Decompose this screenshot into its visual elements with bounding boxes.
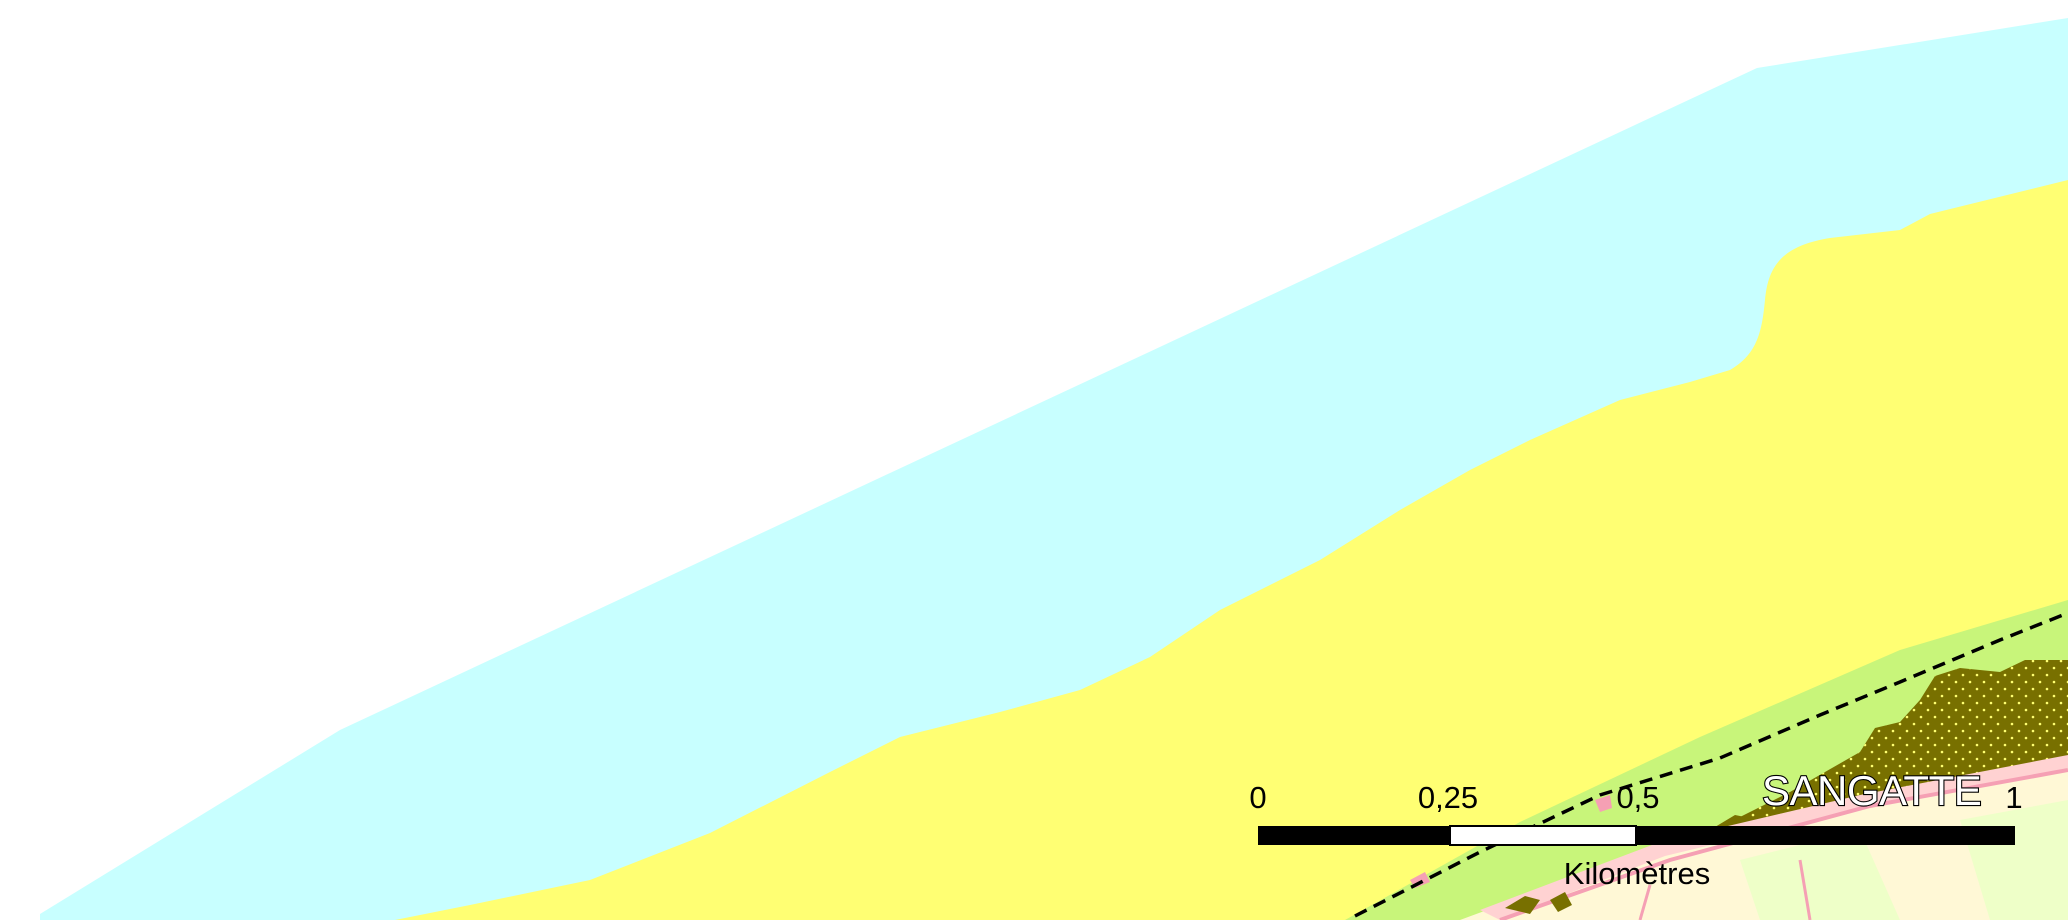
road-fragment bbox=[1595, 795, 1612, 812]
scale-bar: 0 0,25 0,5 1 Kilomètres bbox=[1249, 780, 2022, 891]
scale-tick-label-0: 0 bbox=[1249, 780, 1266, 815]
scale-unit-label: Kilomètres bbox=[1564, 856, 1710, 891]
scale-bar-segment-1 bbox=[1258, 826, 1450, 845]
scale-bar-segment-3 bbox=[1636, 826, 2015, 845]
scale-tick-label-05: 0,5 bbox=[1616, 780, 1659, 815]
scale-tick-label-025: 0,25 bbox=[1418, 780, 1478, 815]
scrubland-dot-texture bbox=[1730, 660, 2068, 848]
minor-road bbox=[1638, 859, 1812, 920]
sand-beach-area bbox=[395, 180, 2068, 920]
place-label-sangatte: SANGATTE bbox=[1762, 767, 1981, 814]
scale-bar-segment-2 bbox=[1449, 825, 1637, 846]
scrub-fragment bbox=[1505, 896, 1540, 914]
urban-green-block bbox=[1740, 830, 1900, 920]
scrub-fragment-2 bbox=[1550, 892, 1572, 912]
scale-tick-label-1: 1 bbox=[2005, 780, 2022, 815]
commune-boundary bbox=[1354, 611, 2068, 918]
